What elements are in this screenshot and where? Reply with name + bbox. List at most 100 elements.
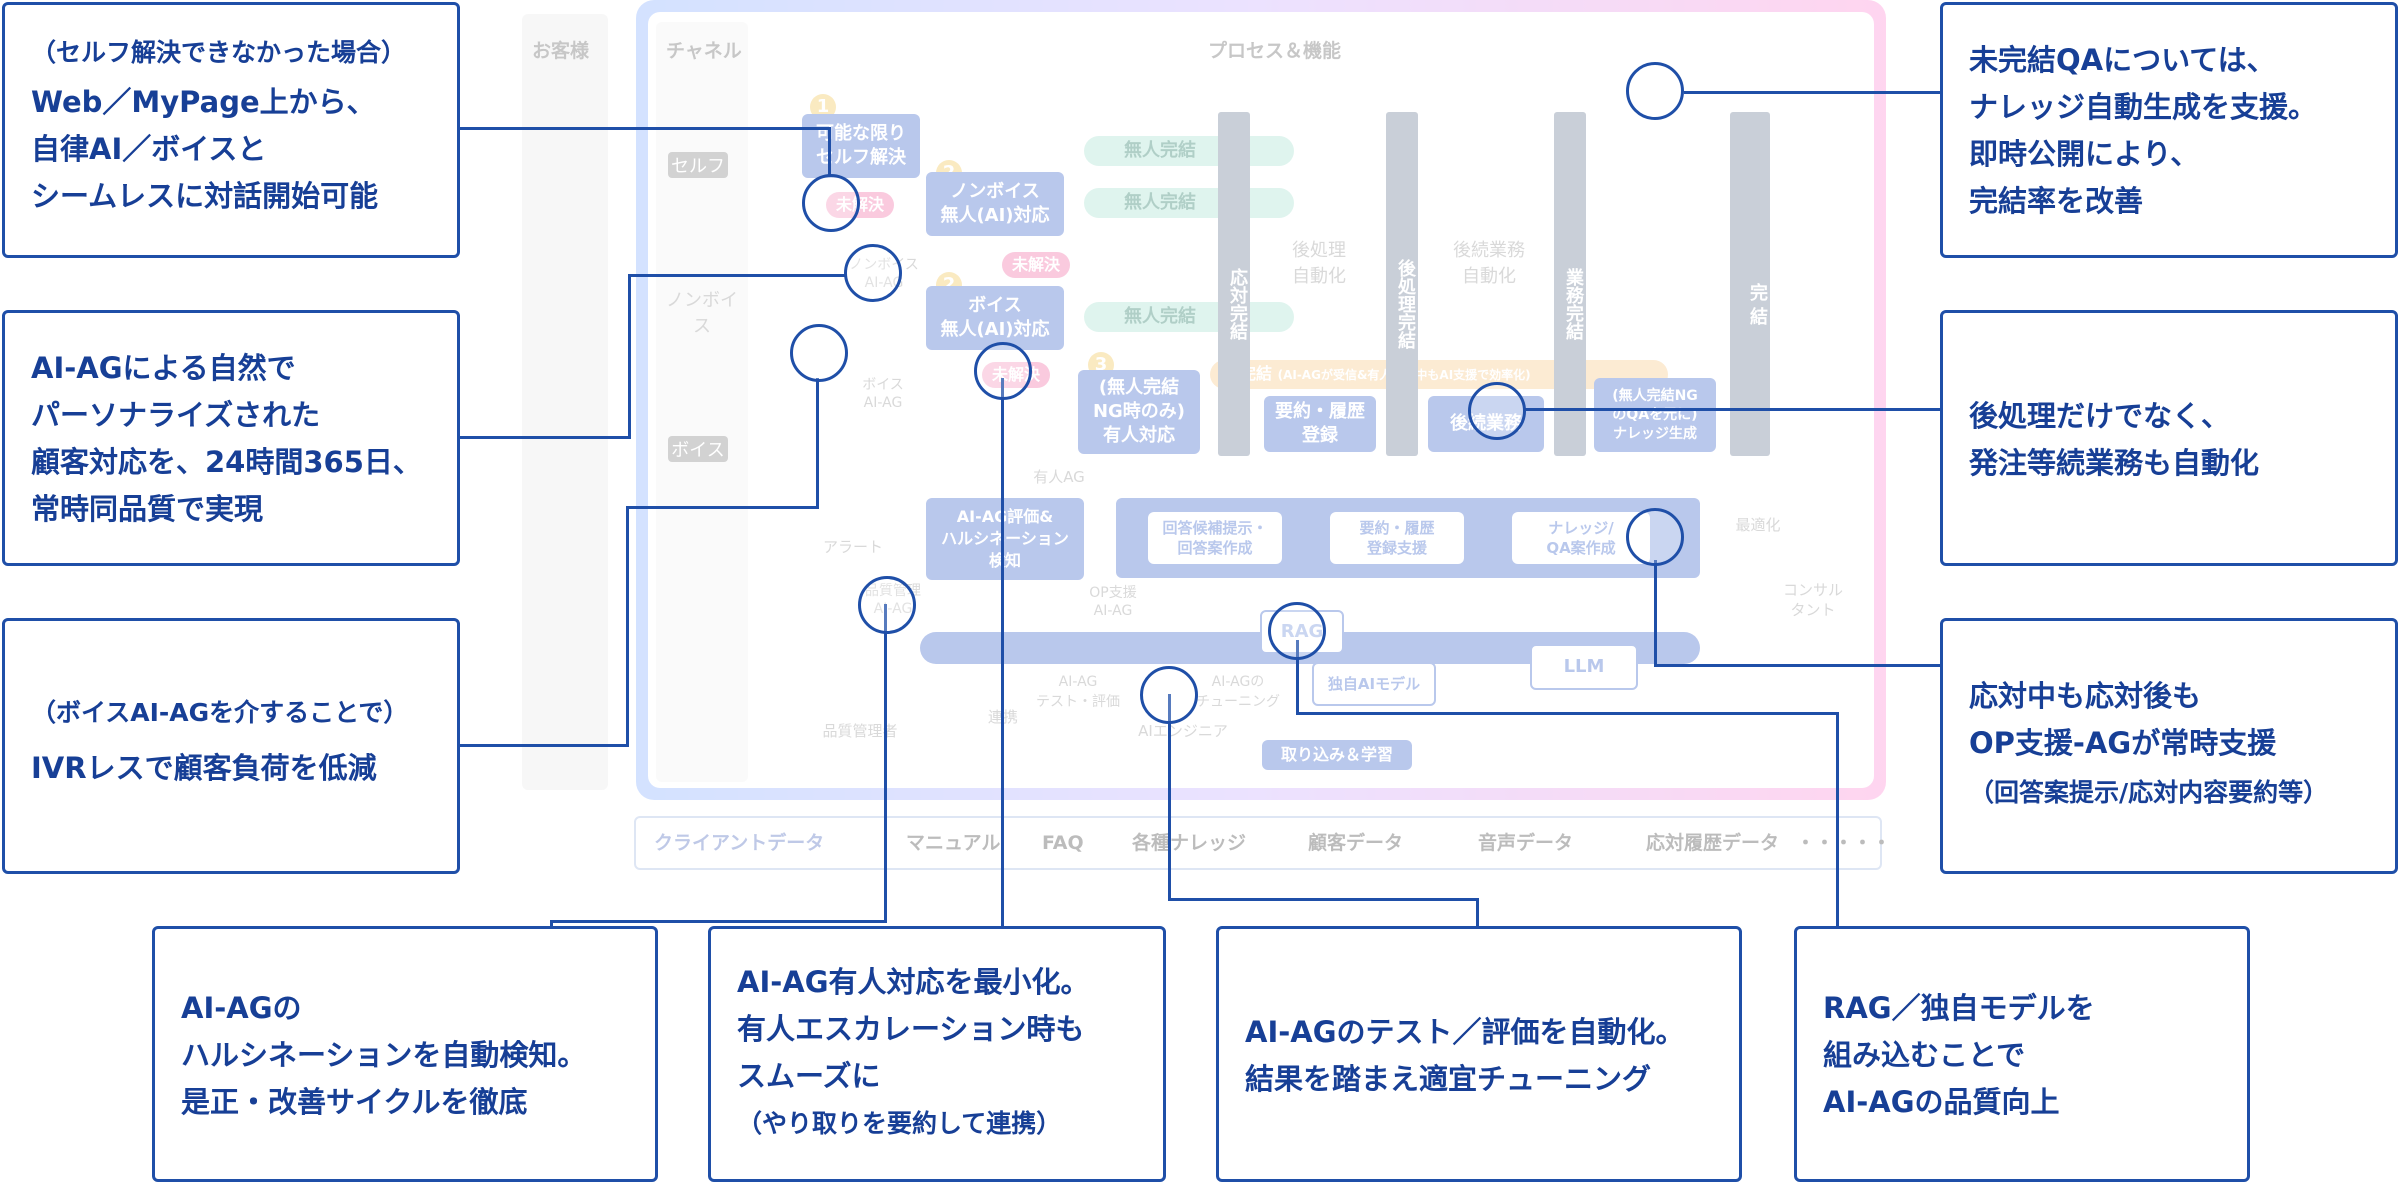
- client-item-more: ・・・・・: [1796, 832, 1892, 854]
- callout-rag-model: RAG／独自モデルを 組み込むことで AI-AGの品質向上: [1794, 926, 2250, 1182]
- customer-lane: [522, 14, 608, 790]
- step3-l1: (無人完結: [1098, 377, 1180, 398]
- callout-knowledge-gen: 未完結QAについては、 ナレッジ自動生成を支援。 即時公開により、 完結率を改善: [1940, 2, 2398, 258]
- callout-followup-l2: 発注等続業務も自動化: [1969, 446, 2260, 480]
- callout-personalized-l3: 顧客対応を、24時間365日、: [31, 445, 422, 479]
- callout-hallucination-l2: ハルシネーションを自動検知。: [181, 1038, 587, 1072]
- callout-rag-l2: 組み込むことで: [1823, 1038, 2026, 1072]
- connector-c3-h1: [458, 744, 628, 747]
- highlight-ring-human: [974, 342, 1032, 400]
- engineer-label: AIエンジニア: [1138, 722, 1228, 740]
- connector-c3-v: [626, 506, 629, 747]
- callout-test-l1: AI-AGのテスト／評価を自動化。: [1245, 1015, 1685, 1049]
- channel-nonvoice: ノンボイス: [666, 290, 738, 337]
- status-half: 半完結 (AI-AGが受信&有人対応中もAI支援で効率化): [1210, 360, 1668, 389]
- support-summary: 要約・履歴 登録支援: [1330, 512, 1464, 564]
- connector-c2-h1: [458, 436, 630, 439]
- connector-c10-v: [1654, 560, 1657, 666]
- callout-personalized: AI-AGによる自然で パーソナライズされた 顧客対応を、24時間365日、 常…: [2, 310, 460, 566]
- callout-ivr-note: （ボイスAI-AGを介することで）: [31, 698, 409, 727]
- status-unmanned-3: 無人完結: [1084, 302, 1294, 332]
- client-item-history: 応対履歴データ: [1646, 832, 1780, 854]
- callout-personalized-l1: AI-AGによる自然で: [31, 351, 296, 385]
- connector-c4-v2: [884, 604, 887, 923]
- bar-post: 後処理完結: [1386, 112, 1418, 456]
- callout-rag-l1: RAG／独自モデルを: [1823, 991, 2095, 1025]
- callout-op-l1: 応対中も応対後も: [1969, 679, 2202, 713]
- callout-hallucination: AI-AGの ハルシネーションを自動検知。 是正・改善サイクルを徹底: [152, 926, 658, 1182]
- process-diagram: お客様 チャネル プロセス＆機能 セルフ ノンボイス ボイス 1 可能な限り セ…: [508, 0, 1888, 812]
- callout-seamless-note: （セルフ解決できなかった場合）: [31, 38, 407, 67]
- connector-c2-h2: [628, 274, 846, 277]
- highlight-ring-quality: [858, 576, 916, 634]
- callout-seamless-l2: 自律AI／ボイスと: [31, 132, 267, 166]
- connector-c6-h: [1168, 898, 1479, 901]
- callout-knowledge-l1: 未完結QAについては、: [1969, 43, 2276, 77]
- channel-lane: [656, 22, 748, 782]
- highlight-ring-followup: [1468, 382, 1526, 440]
- step2a-l1: ノンボイス: [950, 181, 1040, 202]
- client-item-manual: マニュアル: [906, 832, 1001, 854]
- step2a-badge: 2: [936, 160, 962, 186]
- alert-label: アラート: [822, 538, 883, 556]
- callout-minimize-l1: AI-AG有人対応を最小化。: [737, 965, 1090, 999]
- bar-response: 応対完結: [1218, 112, 1250, 456]
- tuning-label: AI-AGの チューニング: [1196, 674, 1280, 710]
- quality-manager-label: 品質管理者: [822, 722, 898, 740]
- callout-knowledge-l4: 完結率を改善: [1969, 184, 2144, 218]
- own-model-box: 独自AIモデル: [1312, 662, 1436, 706]
- highlight-ring-engineer: [1140, 666, 1198, 724]
- callout-test-eval: AI-AGのテスト／評価を自動化。 結果を踏まえ適宜チューニング: [1216, 926, 1742, 1182]
- connector-c1-v: [828, 127, 831, 177]
- client-item-voice: 音声データ: [1478, 832, 1574, 854]
- callout-minimize-l3: スムーズに: [737, 1059, 881, 1093]
- consultant-label: コンサル タント: [1782, 581, 1843, 619]
- callout-hallucination-l3: 是正・改善サイクルを徹底: [181, 1085, 528, 1119]
- bar-business: 業務完結: [1554, 112, 1586, 456]
- connector-c6-v: [1476, 898, 1479, 948]
- callout-seamless-start: （セルフ解決できなかった場合） Web／MyPage上から、 自律AI／ボイスと…: [2, 2, 460, 258]
- task-summary: 要約・履歴 登録: [1264, 396, 1376, 452]
- connector-c4-h: [550, 920, 887, 923]
- bar-complete: 完 結: [1730, 112, 1770, 456]
- status-half-label: 半完結: [1224, 364, 1272, 383]
- client-item-faq: FAQ: [1042, 832, 1084, 854]
- callout-personalized-l2: パーソナライズされた: [31, 398, 321, 432]
- step3-box: (無人完結 NG時のみ) 有人対応: [1078, 370, 1200, 454]
- highlight-ring-op: [1626, 508, 1684, 566]
- step1-l2: セルフ解決: [816, 147, 906, 168]
- step3-l3: 有人対応: [1103, 425, 1175, 446]
- callout-op-note: （回答案提示/応対内容要約等）: [1969, 778, 2329, 807]
- connector-c6-v2: [1168, 694, 1171, 901]
- highlight-ring-rag: [1268, 602, 1326, 660]
- callout-rag-l3: AI-AGの品質向上: [1823, 1085, 2060, 1119]
- status-half-note: (AI-AGが受信&有人対応中もAI支援で効率化): [1278, 368, 1531, 382]
- step2a-box: ノンボイス 無人(AI)対応: [926, 172, 1064, 236]
- client-item-customer: 顧客データ: [1308, 832, 1404, 854]
- callout-hallucination-l1: AI-AGの: [181, 991, 302, 1025]
- agent-human: 有人AG: [1033, 468, 1085, 486]
- step1-badge: 1: [810, 94, 836, 120]
- channel-self: セルフ: [668, 152, 728, 178]
- customer-lane-title: お客様: [532, 40, 590, 62]
- connector-c7-h: [1296, 712, 1839, 715]
- support-band: [1116, 498, 1700, 578]
- callout-minimize-human: AI-AG有人対応を最小化。 有人エスカレーション時も スムーズに （やり取りを…: [708, 926, 1166, 1182]
- task-knowledge: (無人完結NG のQAを元に) ナレッジ生成: [1594, 378, 1716, 452]
- channel-voice: ボイス: [668, 436, 728, 462]
- step1-l1: 可能な限り: [816, 123, 906, 144]
- connector-c2-v: [628, 274, 631, 439]
- callout-ivr-l1: IVRレスで顧客負荷を低減: [31, 751, 377, 785]
- ingest-label: 取り込み＆学習: [1262, 740, 1412, 770]
- test-label: AI-AG テスト・評価: [1036, 674, 1120, 710]
- connector-c3-v2: [816, 378, 819, 509]
- step1-box: 可能な限り セルフ解決: [802, 114, 920, 178]
- callout-op-support: 応対中も応対後も OP支援-AGが常時支援 （回答案提示/応対内容要約等）: [1940, 618, 2398, 874]
- diagram-frame-inner: [648, 12, 1874, 788]
- channel-lane-title: チャネル: [666, 40, 742, 62]
- connector-c3-h2: [626, 506, 818, 509]
- callout-test-l2: 結果を踏まえ適宜チューニング: [1245, 1062, 1652, 1096]
- callout-followup-auto: 後処理だけでなく、 発注等続業務も自動化: [1940, 310, 2398, 566]
- connector-c7-v2: [1296, 640, 1299, 715]
- connector-c5-v: [1001, 378, 1004, 948]
